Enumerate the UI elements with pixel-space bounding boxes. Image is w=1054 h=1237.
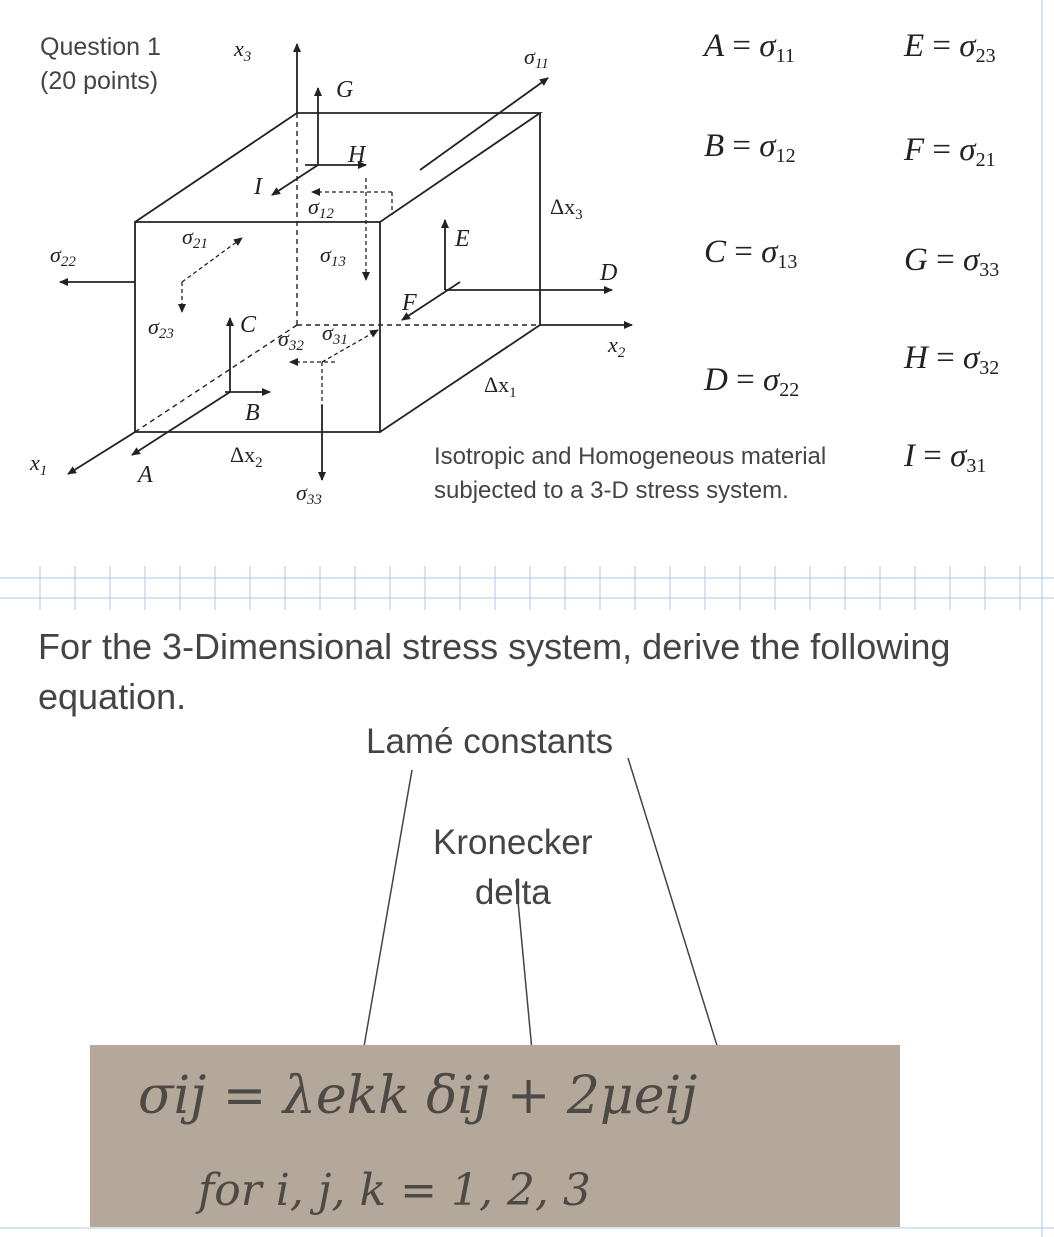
label-sigma22: σ22 — [50, 242, 76, 270]
label-sigma33: σ33 — [296, 480, 322, 508]
axis-x1 — [67, 431, 136, 475]
letter-f: F — [401, 290, 417, 316]
dx1-label: Δx1 — [484, 372, 517, 401]
label-sigma11: σ11 — [524, 44, 549, 72]
axis-sigma11 — [419, 77, 549, 171]
letter-a: A — [136, 462, 153, 488]
x2-axis-label: x2 — [607, 332, 626, 361]
letter-h: H — [347, 142, 367, 168]
lame-constants-label: Lamé constants — [366, 722, 614, 761]
handwritten-condition: for i, j, k = 1, 2, 3 — [195, 1165, 591, 1216]
letter-e: E — [454, 226, 470, 252]
legend-i: I = σ31 — [903, 438, 986, 477]
legend-g: G = σ33 — [904, 242, 999, 281]
legend-e: E = σ23 — [903, 28, 996, 67]
legend-f: F = σ21 — [903, 132, 996, 171]
question-title: Question 1 — [40, 33, 161, 61]
cube-top-edges — [134, 112, 543, 223]
letter-d: D — [599, 260, 617, 286]
handwritten-equation: σij = λekk δij + 2μeij — [138, 1066, 697, 1126]
material-note: Isotropic and Homogeneous material subje… — [434, 443, 827, 504]
dx2-label: Δx2 — [230, 442, 263, 471]
legend-h: H = σ32 — [903, 340, 999, 379]
arrow-f — [401, 281, 461, 321]
kronecker-line-1: Kronecker — [433, 823, 593, 862]
letter-g: G — [336, 77, 353, 103]
label-sigma13: σ13 — [320, 242, 346, 270]
legend-d: D = σ22 — [703, 362, 799, 401]
kronecker-line-2: delta — [474, 873, 551, 912]
x3-axis-label: x3 — [233, 36, 251, 65]
legend-c: C = σ13 — [704, 234, 797, 273]
legend-a: A = σ11 — [702, 28, 795, 67]
letter-c: C — [240, 312, 257, 338]
label-sigma23: σ23 — [148, 314, 174, 342]
letter-i: I — [253, 174, 263, 200]
label-sigma31: σ31 — [322, 320, 348, 348]
question-heading: Question 1 (20 points) — [40, 30, 161, 98]
label-sigma32: σ32 — [278, 326, 304, 354]
letter-b: B — [245, 400, 260, 426]
arrow-i — [271, 164, 319, 196]
legend-b: B = σ12 — [704, 128, 796, 167]
dx3-label: Δx3 — [550, 194, 583, 223]
x1-axis-label: x1 — [29, 450, 47, 479]
label-sigma21: σ21 — [182, 224, 208, 252]
stress-element-diagram: x3 x2 x1 Δx3 Δx1 Δx2 G H I E D F C B A σ… — [29, 36, 633, 508]
arrow-sigma21 — [181, 237, 243, 283]
kronecker-delta-label: Kronecker delta — [433, 818, 593, 918]
handwritten-equation-photo: σij = λekk δij + 2μeij for i, j, k = 1, … — [90, 1045, 900, 1227]
question-points: (20 points) — [40, 67, 159, 95]
question-prompt: For the 3-Dimensional stress system, der… — [38, 626, 951, 717]
arrow-sigma31 — [321, 329, 379, 363]
arrow-a — [131, 391, 231, 456]
label-sigma12: σ12 — [308, 194, 334, 222]
legend-equations: A = σ11 E = σ23 B = σ12 F = σ21 C = σ13 … — [702, 28, 999, 477]
